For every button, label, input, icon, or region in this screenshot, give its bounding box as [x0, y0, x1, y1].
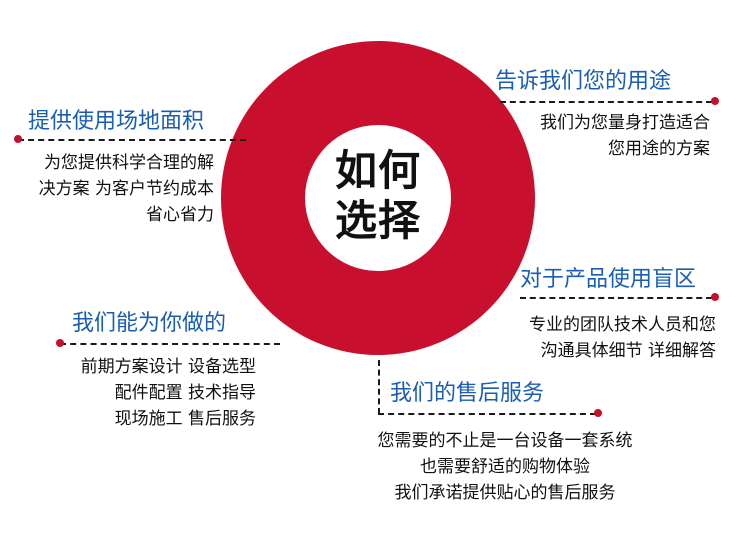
center-title-line1: 如何	[334, 146, 421, 195]
blindspot-text: 专业的团队技术人员和您 沟通具体细节 详细解答	[480, 312, 716, 364]
blindspot-heading: 对于产品使用盲区	[520, 267, 697, 292]
aftersales-heading: 我们的售后服务	[390, 381, 545, 406]
services-line-3: 现场施工 售后服务	[114, 409, 256, 429]
services-dot	[56, 339, 64, 347]
purpose-dash-line	[500, 101, 712, 103]
area-text: 为您提供科学合理的解 决方案 为客户节约成本 省心省力	[10, 150, 214, 228]
area-line-3: 省心省力	[146, 205, 214, 225]
aftersales-vertical-dash	[378, 360, 380, 414]
purpose-line-1: 我们为您量身打造适合	[540, 113, 710, 133]
center-hub	[305, 125, 451, 271]
aftersales-dash-line	[378, 413, 596, 415]
aftersales-line-3: 我们承诺提供贴心的售后服务	[394, 483, 616, 503]
center-title: 如何 选择	[305, 146, 451, 246]
blindspot-dot	[711, 293, 719, 301]
services-line-1: 前期方案设计 设备选型	[80, 357, 256, 377]
area-dash-line	[18, 139, 246, 141]
area-heading: 提供使用场地面积	[28, 109, 205, 134]
center-title-line2: 选择	[334, 196, 421, 245]
aftersales-dot	[594, 409, 602, 417]
blindspot-line-2: 沟通具体细节 详细解答	[540, 341, 716, 361]
purpose-dot	[711, 97, 719, 105]
blindspot-dash-line	[520, 297, 712, 299]
area-dot	[14, 135, 22, 143]
services-heading: 我们能为你做的	[72, 311, 227, 336]
area-line-1: 为您提供科学合理的解	[44, 153, 214, 173]
purpose-heading: 告诉我们您的用途	[495, 69, 672, 94]
area-line-2: 决方案 为客户节约成本	[38, 179, 214, 199]
purpose-line-2: 您用途的方案	[608, 139, 710, 159]
purpose-text: 我们为您量身打造适合 您用途的方案	[480, 110, 710, 162]
aftersales-line-1: 您需要的不止是一台设备一套系统	[377, 431, 633, 451]
aftersales-line-2: 也需要舒适的购物体验	[420, 457, 590, 477]
blindspot-line-1: 专业的团队技术人员和您	[529, 315, 716, 335]
services-dash-line	[60, 343, 280, 345]
aftersales-text: 您需要的不止是一台设备一套系统 也需要舒适的购物体验 我们承诺提供贴心的售后服务	[340, 428, 670, 506]
services-text: 前期方案设计 设备选型 配件配置 技术指导 现场施工 售后服务	[30, 354, 256, 432]
services-line-2: 配件配置 技术指导	[114, 383, 256, 403]
